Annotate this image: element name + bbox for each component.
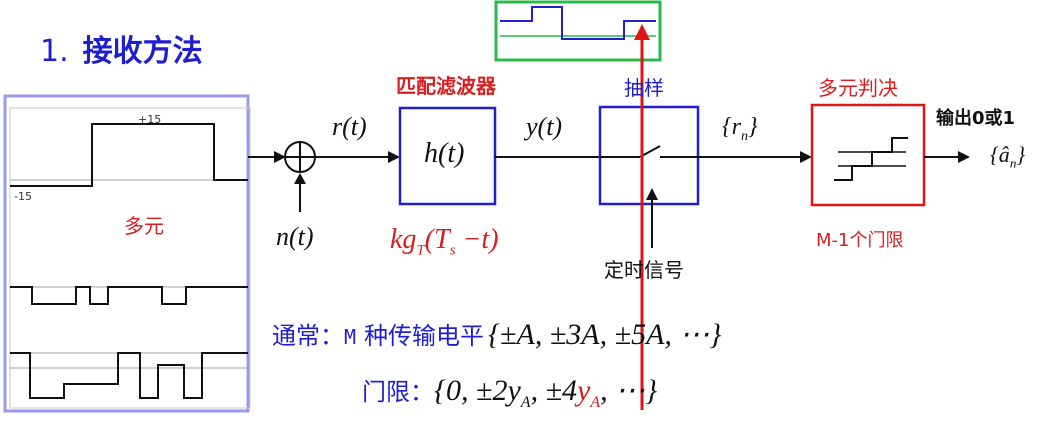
multilevel-waveform-a xyxy=(10,286,248,305)
level-neg-label: -15 xyxy=(14,190,32,203)
timing-signal-label: 定时信号 xyxy=(604,258,684,282)
r-signal-label: r(t) xyxy=(332,112,367,141)
staircase-icon xyxy=(834,137,908,181)
threshold-count-label: M-1个门限 xyxy=(816,230,904,251)
matched-filter-title: 匹配滤波器 xyxy=(396,74,496,98)
matched-filter-block xyxy=(398,106,497,206)
decision-block xyxy=(810,103,926,207)
output-label: 输出0或1 xyxy=(936,108,1016,129)
sampler-block xyxy=(598,105,700,206)
multilevel-label: 多元 xyxy=(124,214,164,238)
sampler-title: 抽样 xyxy=(624,76,664,100)
filter-expression: kgT(Ts −t) xyxy=(390,224,499,259)
y-signal-label: y(t) xyxy=(526,112,563,141)
noise-label: n(t) xyxy=(276,222,314,251)
rn-label: {rn} xyxy=(722,114,758,144)
decision-title: 多元判决 xyxy=(818,76,898,100)
thresholds-note: 门限：{0, ±2yA, ±4yA, ⋯} xyxy=(362,374,658,411)
impulse-response-label: h(t) xyxy=(424,138,465,169)
binary-waveform xyxy=(10,123,248,187)
multilevel-waveform-b xyxy=(10,352,248,399)
title-text: 接收方法 xyxy=(82,34,203,69)
sampled-waveform-inset xyxy=(494,0,662,62)
an-label: {ân} xyxy=(990,142,1026,171)
title-number: 1. xyxy=(40,34,69,69)
level-pos-label: +15 xyxy=(138,113,162,126)
page-title: 1. 接收方法 xyxy=(40,26,203,70)
signal-panel-frame xyxy=(3,94,250,413)
